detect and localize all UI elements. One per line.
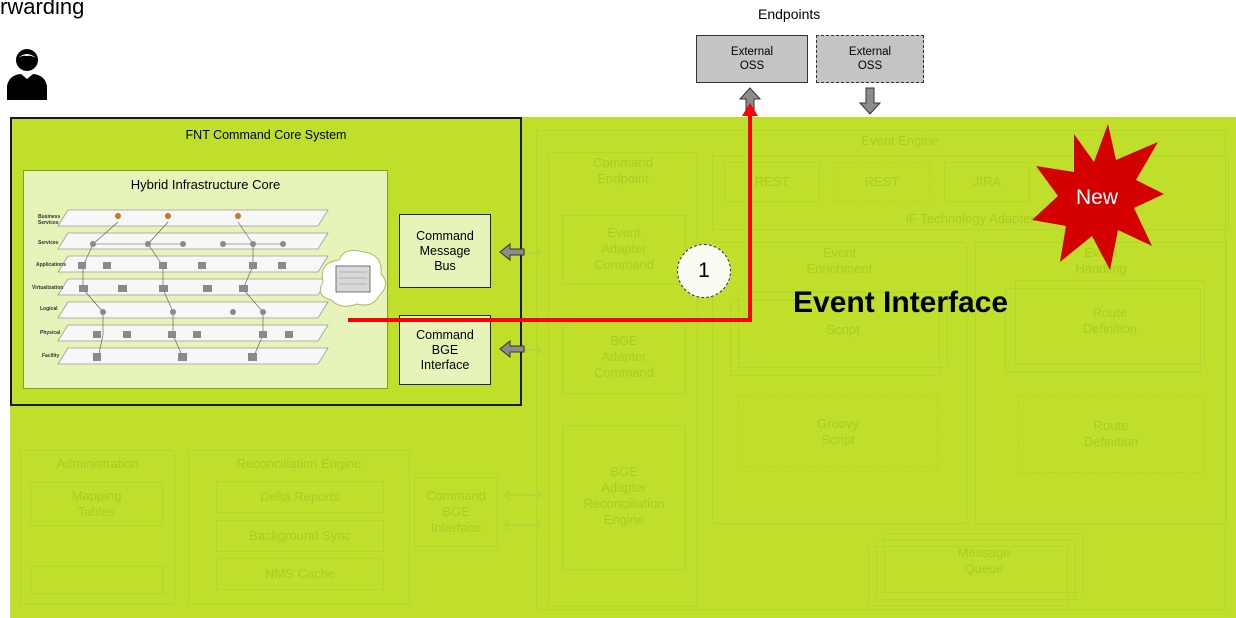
core-system-title: FNT Command Core System [185, 128, 347, 142]
command-endpoint-frame [548, 152, 698, 607]
administration-label: Administration [56, 456, 139, 471]
layer-label-facility: Facility [42, 353, 60, 359]
jira-box [944, 162, 1030, 202]
background-sync-box [216, 520, 384, 552]
command-bge-interface-faded-box [414, 477, 498, 547]
route-definition-label-2: Route Definition [1083, 418, 1139, 449]
nms-cache-box [216, 558, 384, 590]
mapping-tables-box [30, 482, 163, 526]
arrow-left-icon [499, 243, 525, 261]
message-queue-back-1 [876, 540, 1076, 600]
endpoints-title: Endpoints [758, 6, 821, 22]
user-icon [7, 49, 47, 100]
rest-box-1 [724, 162, 820, 202]
groovy-script-box [738, 395, 938, 467]
bge-adapter-reconciliation-box [562, 425, 686, 570]
new-star-icon [1032, 124, 1164, 270]
arrow-down-icon [858, 87, 882, 115]
background-sync-label: Background Sync [249, 528, 351, 543]
mapping-tables-label: Mapping Tables [71, 488, 122, 519]
layer-label-applications: Applications [36, 262, 67, 268]
route-definition-label-1: Route Definition [1082, 305, 1138, 336]
event-enrichment-frame [712, 242, 967, 524]
lower-left-area [10, 400, 530, 618]
rest-label-2: REST [864, 174, 900, 189]
reconciliation-engine-frame [188, 450, 410, 605]
layer-label-logical: Logical [40, 306, 58, 312]
command-bge-interface[interactable]: Command BGE Interface [399, 315, 491, 385]
event-engine-frame [536, 130, 1226, 610]
bge-adapter-command-box [562, 322, 686, 394]
script-box-back [730, 300, 940, 376]
arrow-left-icon [499, 340, 525, 358]
bge-adapter-command-label: BGE Adapter Command [594, 333, 654, 380]
message-queue-box [884, 533, 1084, 593]
faded-double-arrows [502, 489, 544, 531]
delta-reports-box [216, 481, 384, 513]
administration-frame [20, 450, 175, 605]
step-badge: 1 [677, 244, 731, 298]
route-definition-box-2 [1018, 395, 1204, 473]
message-queue-label: Message Queue [957, 545, 1011, 576]
command-bge-interface-faded-label: Command BGE Interface [426, 488, 486, 535]
command-message-bus[interactable]: Command Message Bus [399, 214, 491, 288]
hybrid-core-title: Hybrid Infrastructure Core [130, 177, 281, 192]
script-label: Script [826, 322, 860, 337]
layer-label-business-services: Business Services [38, 214, 61, 226]
infrastructure-layers-illustration [57, 209, 386, 365]
layer-label-virtualization: Virtualization [32, 285, 64, 291]
jira-label: JIRA [972, 174, 1002, 189]
rest-label-1: REST [754, 174, 790, 189]
nms-cache-label: NMS Cache [264, 566, 336, 581]
bge-adapter-reconciliation-label: BGE Adapter Reconciliation Engine [583, 464, 665, 527]
event-enrichment-label: Event Enrichment [806, 245, 873, 276]
administration-empty-box [30, 566, 163, 594]
script-box [738, 292, 948, 368]
message-queue-back-2 [868, 546, 1068, 606]
layer-label-physical: Physical [40, 330, 61, 336]
rest-box-2 [834, 162, 930, 202]
delta-reports-label: Delta Reports [260, 489, 340, 504]
event-interface-label: Event Interface [793, 286, 1009, 319]
reconciliation-engine-label: Reconciliation Engine [236, 456, 362, 471]
if-technology-adapter-label: IF Technology Adapter [905, 211, 1035, 226]
route-definition-box-back [1005, 288, 1201, 372]
event-engine-label: Event Engine [861, 133, 939, 148]
new-badge-label: New [1075, 186, 1118, 209]
external-oss-endpoint[interactable]: External OSS [696, 35, 808, 83]
event-adapter-command-label: Event Adapter Command [594, 225, 654, 272]
if-technology-adapter-frame [712, 155, 1229, 230]
step-badge-number: 1 [698, 259, 710, 282]
external-oss-endpoint-dashed[interactable]: External OSS [816, 35, 924, 83]
route-definition-box-1 [1015, 280, 1205, 364]
page-title: rwarding [0, 0, 85, 19]
layer-label-services: Services [38, 240, 59, 246]
groovy-script-label: Groovy Script [817, 416, 859, 447]
command-endpoint-label: Command Endpoint [593, 155, 653, 186]
